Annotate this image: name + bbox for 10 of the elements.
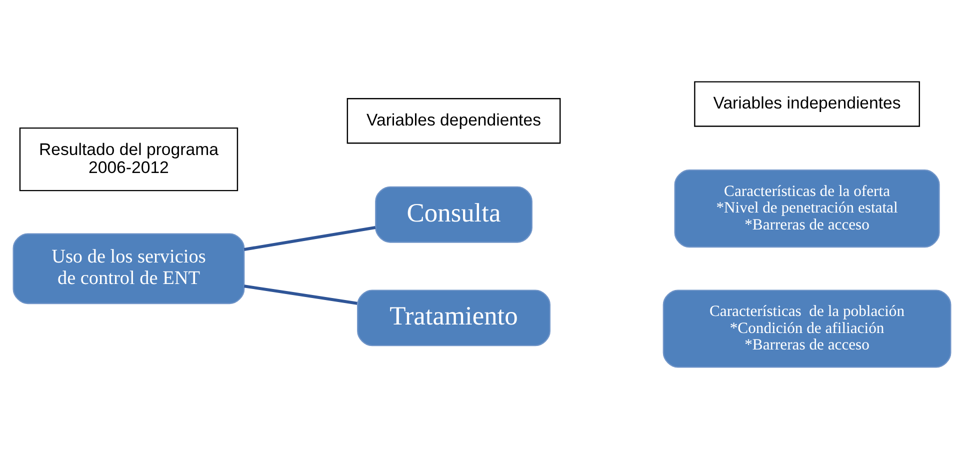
node-box: Variables dependientes <box>346 98 561 144</box>
node-box: Consulta <box>375 186 532 243</box>
node-box: Tratamiento <box>357 290 550 346</box>
node-box: Características de la oferta *Nivel de penetración estatal *Barreras de acceso <box>674 170 940 248</box>
node-box: Resultado del programa 2006-2012 <box>19 127 238 192</box>
node-box: Características de la población *Condición de afiliación *Barreras de acceso <box>662 290 952 368</box>
connector <box>244 284 358 305</box>
node-box: Variables independientes <box>694 81 920 127</box>
connector <box>244 226 376 251</box>
node-box: Uso de los servicios de control de ENT <box>12 233 245 304</box>
